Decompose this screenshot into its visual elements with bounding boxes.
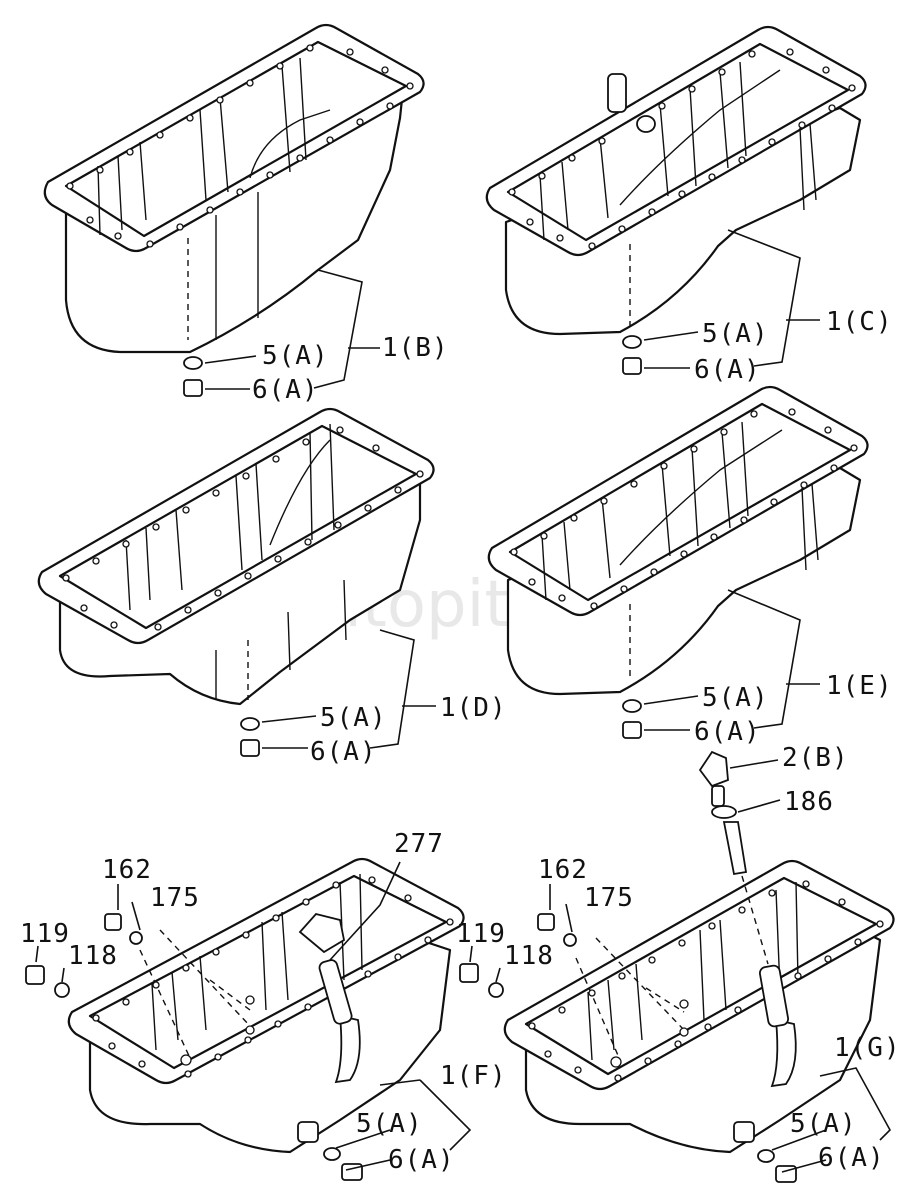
oil-pan-1g: 2(B) 186 162 175 119 118 1(G) 5(A) 6(A) [456,743,901,1183]
label-1e-1e: 1(E) [826,671,893,701]
label-1b-1b: 1(B) [382,333,449,363]
oil-pan-1c: 5(A) 6(A) 1(C) [485,25,893,385]
label-1e-5a: 5(A) [702,683,769,713]
holes-1e [510,408,858,610]
oil-pan-1e: 5(A) 6(A) 1(E) [487,385,893,747]
holes-1c [508,48,856,250]
guide-tube-1g [758,964,790,1028]
holes-1f [92,876,454,1078]
oil-pan-1d: 5(A) 6(A) 1(D) [37,407,507,767]
label-1f-118: 118 [68,941,118,971]
dipstick-rod-2b [722,821,748,876]
washer-118-g [488,982,504,998]
bolt-119-g [459,963,479,983]
label-1c-6a: 6(A) [694,355,761,385]
dipstick-cap-2b [711,785,725,807]
label-1f-175: 175 [150,883,200,913]
holes-1g [528,880,884,1082]
drain-plug-1d [240,739,260,757]
filler-tube-277 [318,959,353,1025]
label-1g-5a: 5(A) [790,1109,857,1139]
label-1g-118: 118 [504,941,554,971]
label-1f-1f: 1(F) [440,1061,507,1091]
boss-1g [733,1121,755,1143]
washer-175-f [129,931,143,945]
label-1g-175: 175 [584,883,634,913]
label-1g-6a: 6(A) [818,1143,885,1173]
holes-1d [62,426,424,631]
label-1f-119: 119 [20,919,70,949]
filler-neck-1c [607,73,627,113]
label-1f-6a: 6(A) [388,1145,455,1175]
bolt-119-f [25,965,45,985]
drain-plug-1b [183,379,203,397]
label-1b-5a: 5(A) [262,341,329,371]
filler-cap-277 [298,912,346,954]
holes-1b [66,44,414,248]
label-1g-2b: 2(B) [782,743,849,773]
gasket-1f [323,1147,341,1161]
dipstick-handle-2b [698,750,729,788]
gasket-1g [757,1149,775,1163]
label-1d-5a: 5(A) [320,703,387,733]
label-1f-5a: 5(A) [356,1109,423,1139]
port-1c [636,115,656,133]
gasket-1d [240,717,260,731]
bolt-162-g [537,913,555,931]
o-ring-186 [711,805,737,819]
label-1f-162: 162 [102,855,152,885]
label-1g-1g: 1(G) [834,1033,901,1063]
washer-118-f [54,982,70,998]
label-1g-186: 186 [784,787,834,817]
drain-plug-1c [622,357,642,375]
label-1f-277: 277 [394,829,444,859]
bolt-162-f [104,913,122,931]
gasket-1e [622,699,642,713]
label-1g-162: 162 [538,855,588,885]
label-1c-1c: 1(C) [826,307,893,337]
boss-1f [297,1121,319,1143]
pipe-1g [770,1018,797,1088]
pipe-1f [334,1014,361,1084]
gasket-1b [183,356,203,370]
drain-plug-1e [622,721,642,739]
label-1g-119: 119 [456,919,506,949]
label-1c-5a: 5(A) [702,319,769,349]
label-1d-6a: 6(A) [310,737,377,767]
label-1d-1d: 1(D) [440,693,507,723]
label-1e-6a: 6(A) [694,717,761,747]
oil-pan-1b: 5(A) 6(A) 1(B) [43,23,449,405]
gasket-1c [622,335,642,349]
oil-pan-1f: 277 162 175 119 118 1(F) 5(A) 6(A) [20,829,507,1181]
washer-175-g [563,933,577,947]
label-1b-6a: 6(A) [252,375,319,405]
